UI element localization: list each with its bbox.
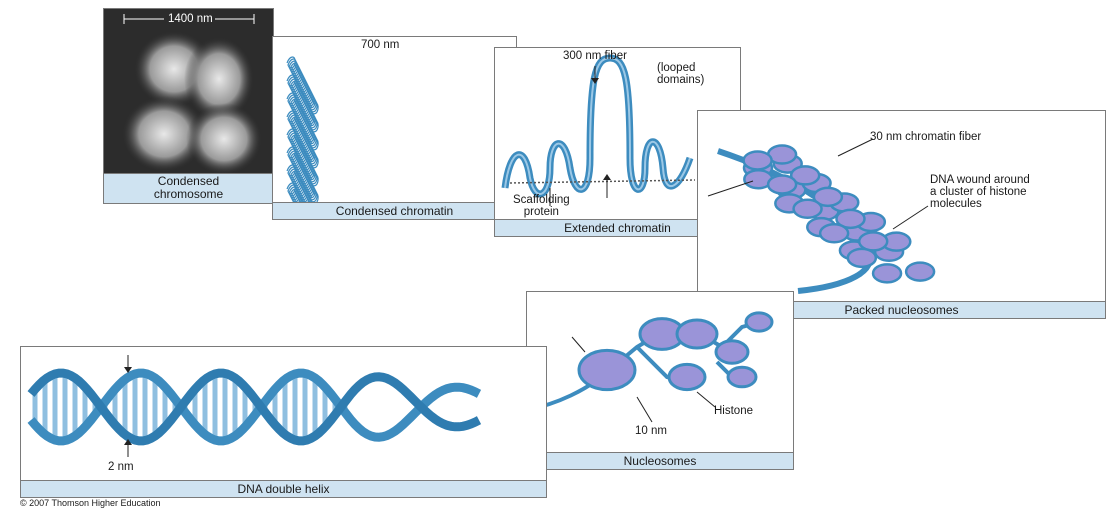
packed-nucleosome [794,200,822,218]
fiber-pointer [838,139,873,156]
packed-nucleosome [873,264,901,282]
label-line: 300 nm fiber [563,50,627,62]
packed-nucleosome [848,249,876,267]
label-line: DNA wound around [930,174,1030,186]
copyright-credit: © 2007 Thomson Higher Education [20,498,161,508]
chromosome-micrograph: 1400 nm [104,9,273,188]
label-line: a cluster of histone [930,186,1030,198]
dna-2nm-label: 2 nm [108,461,134,473]
chromosome-scale-label: 1400 nm [166,13,215,25]
label-line: protein [513,206,570,218]
caption-line: chromosome [104,188,273,201]
label-line: Scaffolding [513,194,570,206]
packed-nucleosome [768,175,796,193]
nucleosome-bead [669,364,705,389]
scaffolding-protein-label: Scaffolding protein [513,194,570,218]
label-line: domains) [657,74,704,86]
packed-nucleosome [906,263,934,281]
condensed-chromatin-panel: 700 nm Condensed chromatin [272,36,517,220]
histone-cluster-label: DNA wound around a cluster of histone mo… [930,174,1030,210]
packed-nucleosome [744,151,772,169]
fiber-300nm-label: 300 nm fiber [563,50,627,62]
nucleosome-bead [728,367,756,387]
dna-double-helix-caption: DNA double helix [21,480,546,497]
nucleosome-bead [677,320,717,348]
condensed-chromosome-panel: 1400 nm Condensed chromosome [103,8,274,204]
chromatin-scale-label: 700 nm [361,39,399,51]
nucleosome-bead [716,341,748,363]
label-line: molecules [930,198,1030,210]
chromatin-coils [273,37,517,207]
condensed-chromosome-caption: Condensed chromosome [104,173,273,203]
nucleosome-bead [746,313,772,331]
histone-label: Histone [714,405,753,417]
nucleosome-bead [579,350,635,389]
size-pointer [637,397,652,422]
condensed-chromatin-caption: Condensed chromatin [273,202,516,219]
looped-domains-label: (looped domains) [657,62,704,86]
nucleosome-10nm-label: 10 nm [635,425,667,437]
dna-helix [21,347,547,483]
packed-nucleosome [820,224,848,242]
histone-pointer [893,206,928,229]
packed-nucleosomes-panel: 30 nm chromatin fiber DNA wound around a… [697,110,1106,319]
dna-double-helix-panel: 2 nm DNA double helix [20,346,547,498]
label-line: (looped [657,62,704,74]
nucleosome-arrow [572,337,585,352]
chromatin-fiber-30nm-label: 30 nm chromatin fiber [870,131,981,143]
histone-pointer [697,392,715,407]
nucleosomes-panel: Histone 10 nm Nucleosomes [526,291,794,470]
nucleosomes-caption: Nucleosomes [527,452,793,469]
fiber-arrow [708,181,753,196]
